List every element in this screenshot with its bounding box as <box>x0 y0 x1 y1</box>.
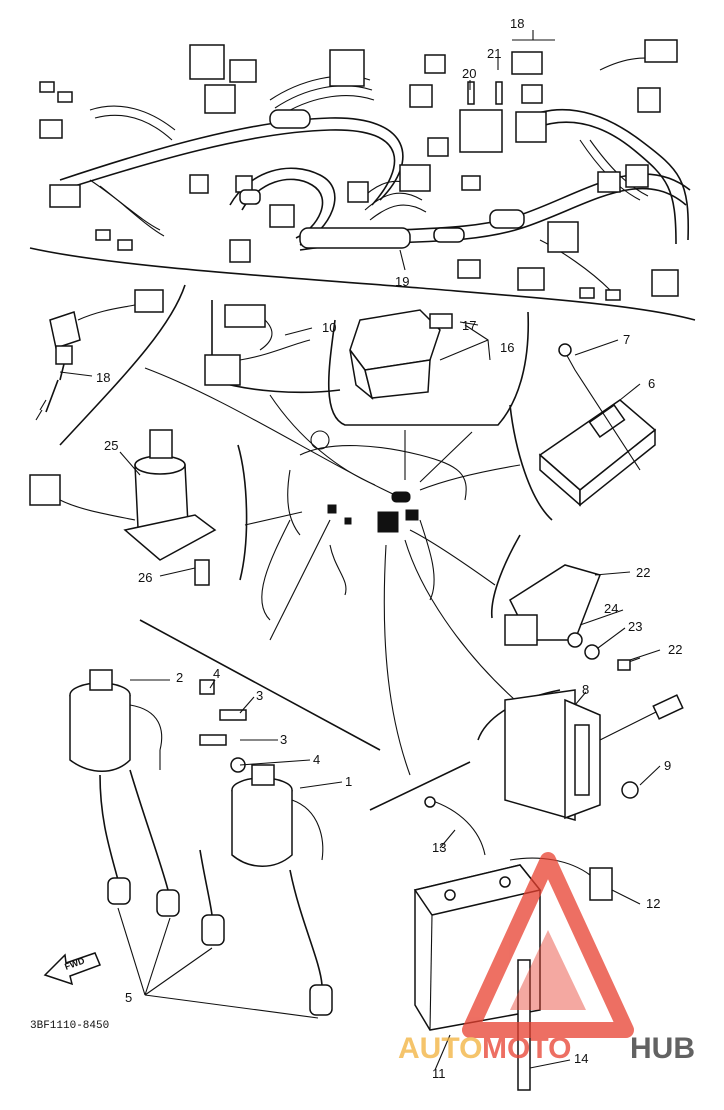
callout-17: 18 <box>96 370 110 385</box>
callout-4-bottom: 4 <box>313 752 320 767</box>
callout-10: 10 <box>322 320 336 335</box>
watermark-logo-icon <box>462 852 634 1038</box>
part-relay-10 <box>204 304 311 386</box>
callout-18-bottom: 19 <box>395 274 409 289</box>
callout-7: 7 <box>623 332 630 347</box>
callout-15: 16 <box>500 340 514 355</box>
callout-8: 8 <box>582 682 589 697</box>
callout-14: 14 <box>574 1051 588 1066</box>
part-rectifier <box>504 564 641 671</box>
part-regulator <box>504 689 684 821</box>
callout-5: 5 <box>125 990 132 1005</box>
callout-3-bottom: 3 <box>280 732 287 747</box>
part-sensor-switch <box>35 289 164 421</box>
callout-21: 22 <box>636 565 650 580</box>
watermark-word-middle: MOTO <box>482 1032 571 1065</box>
callout-6: 6 <box>648 376 655 391</box>
callout-3-top: 3 <box>256 688 263 703</box>
callout-11: 11 <box>432 1066 446 1081</box>
section-leaders <box>59 284 561 811</box>
callout-18-top: 18 <box>510 16 524 31</box>
callout-1: 1 <box>345 774 352 789</box>
forward-arrow: FWD <box>43 952 101 986</box>
part-igniter-unit <box>538 343 657 507</box>
callout-labels: 18 21 20 19 10 17 16 7 6 18 25 26 22 24 … <box>59 16 682 1081</box>
callout-26: 26 <box>138 570 152 585</box>
callout-2: 2 <box>176 670 183 685</box>
part-battery <box>413 796 613 1091</box>
watermark-word-right: HUB <box>630 1032 695 1065</box>
callout-4-top: 4 <box>213 666 220 681</box>
callout-25: 25 <box>104 438 118 453</box>
frame-outline <box>261 430 467 621</box>
part-code-label: 3BF1110-8450 <box>30 1020 109 1032</box>
callout-23: 23 <box>628 619 642 634</box>
callout-19: 20 <box>462 66 476 81</box>
watermark-word-left: AUTO <box>398 1032 482 1065</box>
part-main-switch <box>29 429 217 586</box>
watermark: AUTO MOTO HUB <box>398 852 695 1065</box>
callout-22-label: 22 <box>668 642 682 657</box>
wire-harness <box>29 39 696 321</box>
part-ignition-coils <box>69 669 333 1016</box>
callout-13: 13 <box>432 840 446 855</box>
callout-24: 24 <box>604 601 618 616</box>
callout-20: 21 <box>487 46 501 61</box>
part-relay-15 <box>349 309 453 401</box>
callout-12: 12 <box>646 896 660 911</box>
callout-16: 17 <box>462 318 476 333</box>
callout-9: 9 <box>664 758 671 773</box>
